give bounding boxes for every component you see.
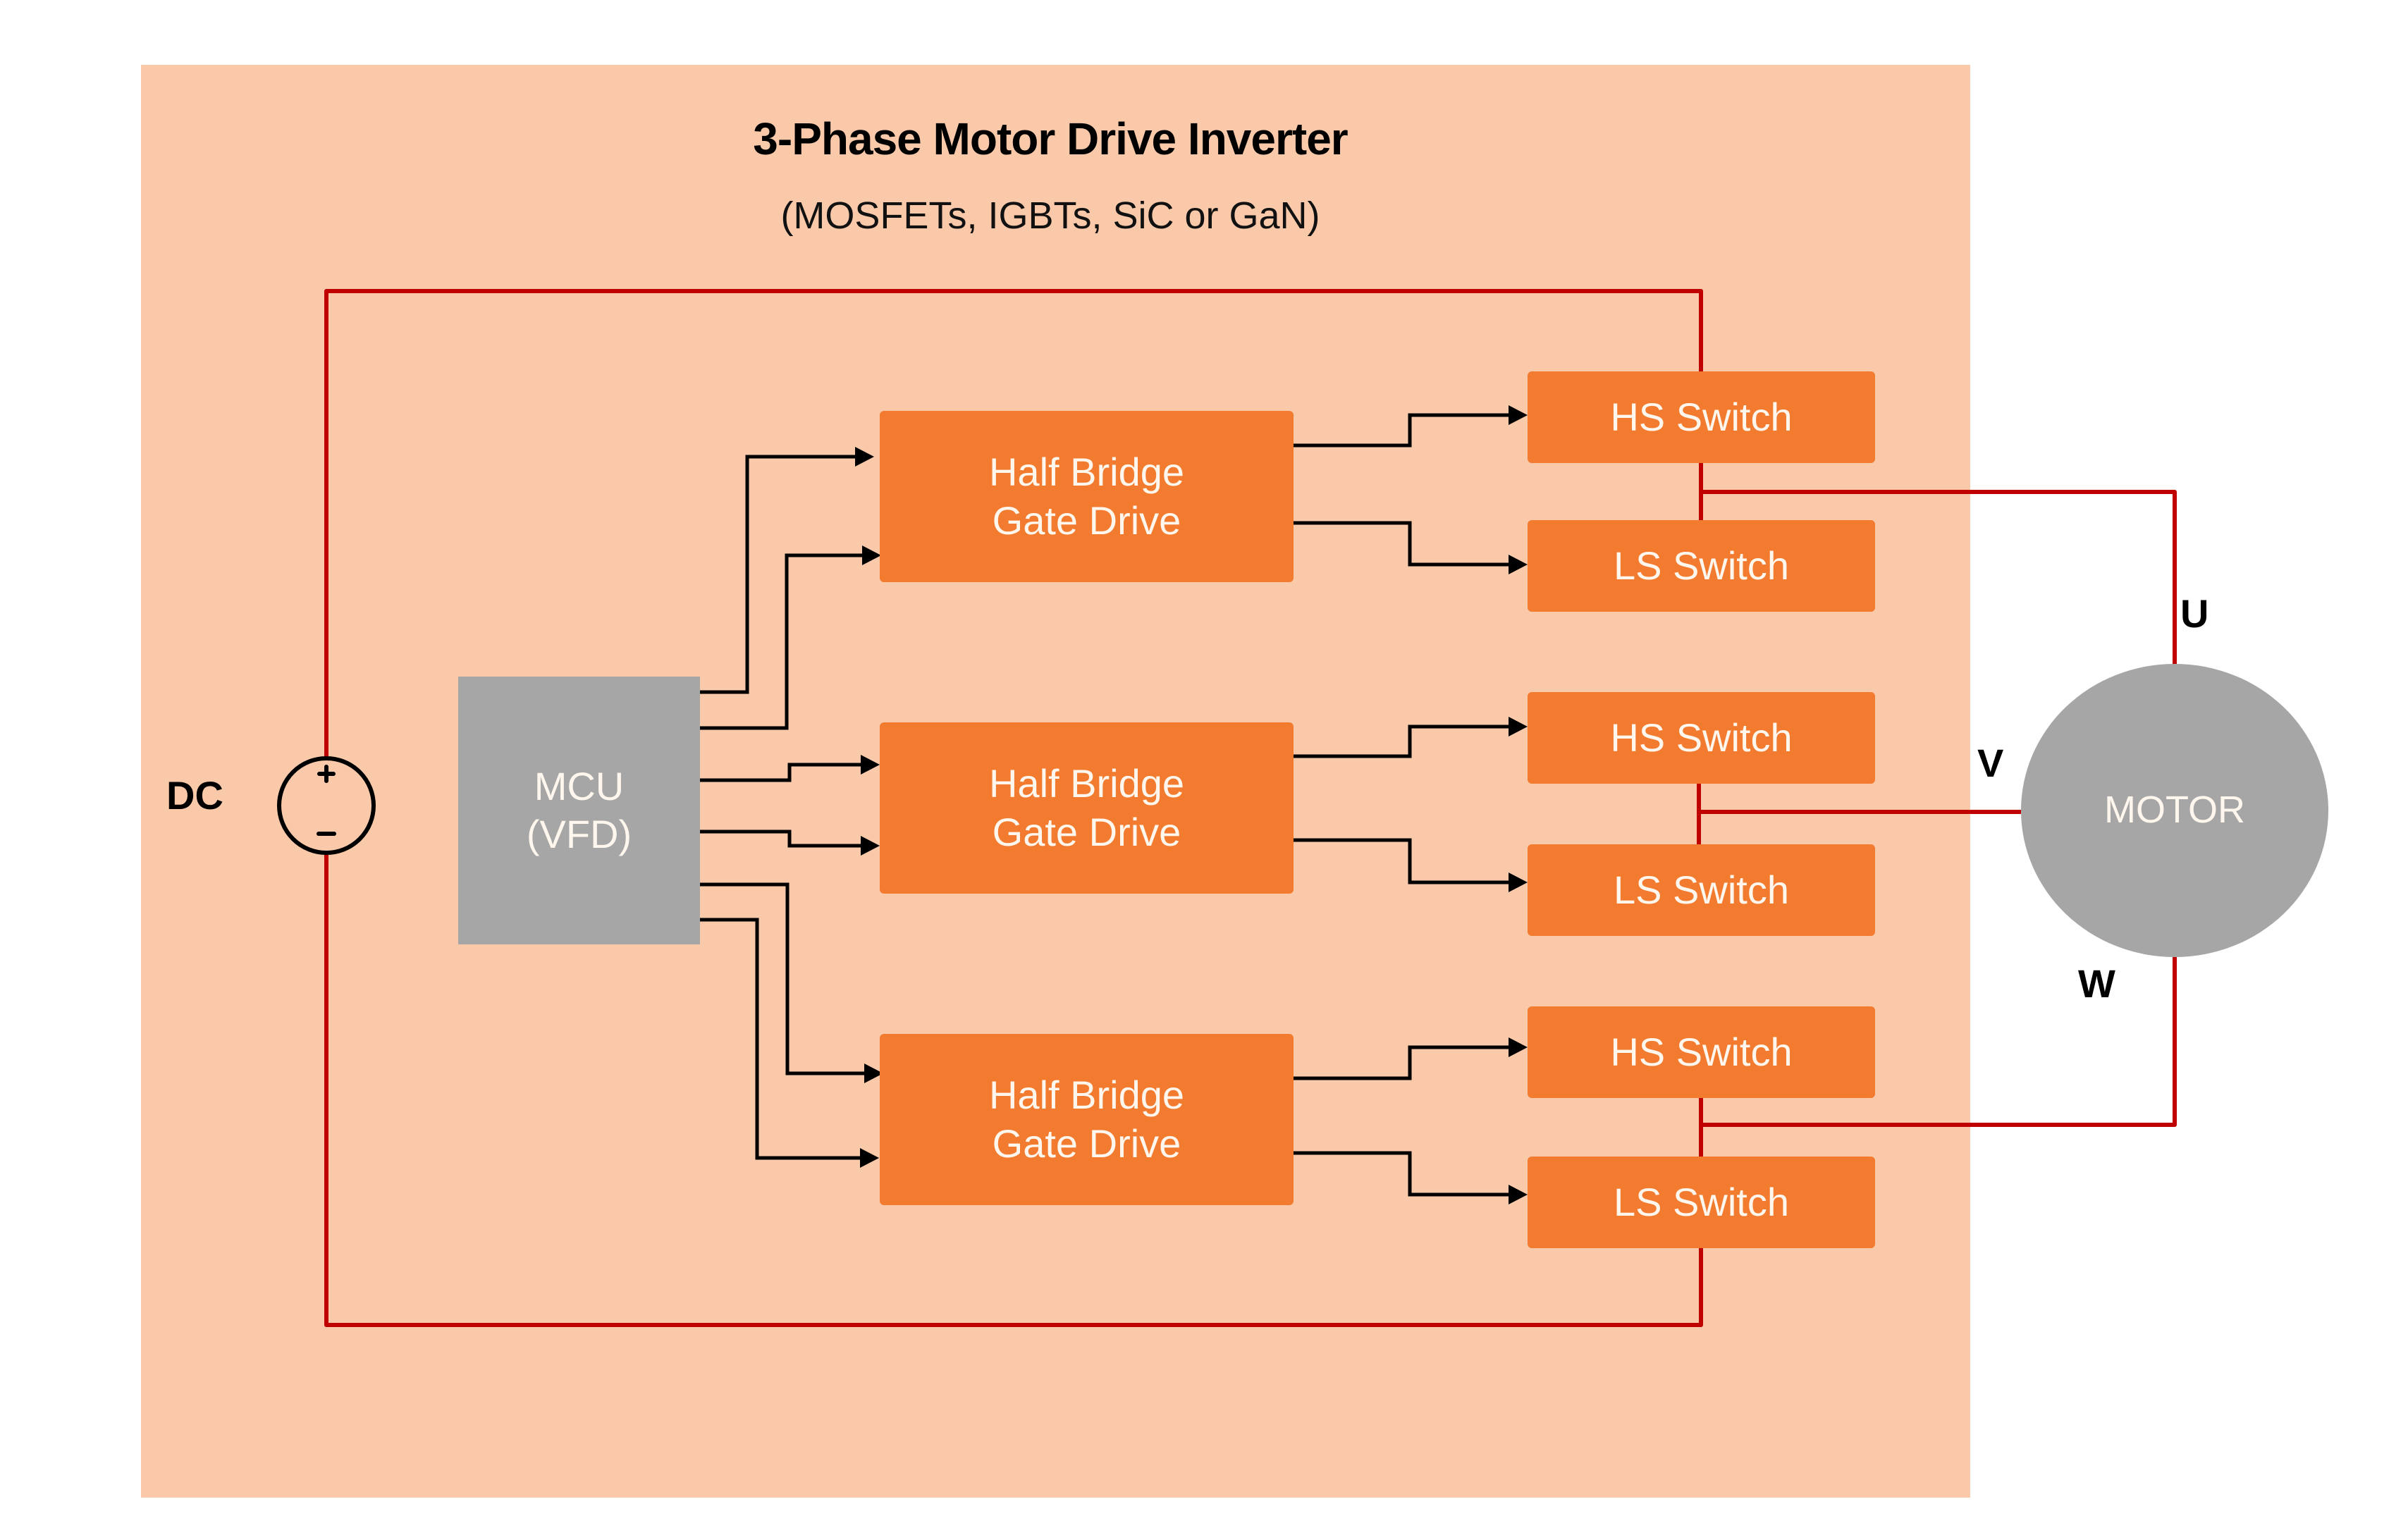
mcu-block: MCU (VFD) [458,677,700,944]
phase-legs [1697,462,2177,1157]
gate-drive-v: Half Bridge Gate Drive [880,722,1294,894]
arrow-icon [855,447,874,467]
gate-drive-label: Half Bridge [988,1073,1185,1118]
gate-drive-label: Gate Drive [992,1121,1181,1166]
diagram-title: 3-Phase Motor Drive Inverter [753,113,1348,164]
arrow-icon [1509,405,1528,425]
signal-line [1294,1151,1512,1197]
dc-bus-negative-wire [324,854,1703,1327]
mcu-sublabel: (VFD) [526,812,632,856]
switch-label: HS Switch [1610,394,1793,439]
switch-label: HS Switch [1610,1029,1793,1074]
gate-drive-label: Half Bridge [988,450,1185,495]
dc-bus-positive-wire [324,289,1703,758]
signal-line [700,882,864,1075]
arrow-icon [1509,717,1528,736]
hs-switch-u: HS Switch [1528,371,1875,463]
gate-drive-u: Half Bridge Gate Drive [880,411,1294,582]
arrow-icon [862,545,881,565]
gate-signals [1294,413,1512,1197]
gate-drive-w: Half Bridge Gate Drive [880,1034,1294,1205]
ls-switch-u: LS Switch [1528,520,1875,612]
arrow-icon [864,1063,883,1083]
switch-label: HS Switch [1610,715,1793,760]
arrow-icon [1509,1037,1528,1057]
phase-v-label: V [1977,741,2004,785]
arrow-icon [860,1148,879,1168]
signal-line [1294,724,1512,758]
motor: MOTOR [2021,664,2328,957]
phase-w-label: W [2078,961,2115,1006]
gate-drive-label: Half Bridge [988,761,1185,806]
mcu-signal-arrows [855,447,883,1168]
phase-u-label: U [2180,591,2209,636]
arrow-icon [1509,555,1528,574]
motor-label: MOTOR [2104,789,2245,832]
gate-drive-label: Gate Drive [992,809,1181,854]
hs-switch-v: HS Switch [1528,692,1875,784]
diagram-subtitle: (MOSFETs, IGBTs, SiC or GaN) [780,195,1320,237]
mcu-label: MCU [534,763,625,808]
signal-line [700,918,860,1160]
plus-icon [317,765,336,783]
phase-w-wire [1701,957,2177,1127]
gate-drive-label: Gate Drive [992,498,1181,543]
signal-line [1294,838,1512,884]
signal-line [1294,521,1512,567]
hs-switch-w: HS Switch [1528,1006,1875,1098]
switch-label: LS Switch [1614,867,1789,912]
signal-line [700,763,862,782]
dc-label: DC [166,773,223,818]
dc-source-icon [277,756,376,855]
phase-u-wire [1701,490,2177,664]
signal-line [1294,1045,1512,1080]
mcu-signals [700,455,866,1160]
signal-line [700,455,859,694]
arrow-icon [861,755,880,775]
switch-label: LS Switch [1614,543,1789,588]
switch-label: LS Switch [1614,1179,1789,1224]
ls-switch-w: LS Switch [1528,1157,1875,1248]
arrow-icon [1509,873,1528,892]
arrow-icon [861,836,880,856]
signal-line [700,830,862,848]
gate-signal-arrows [1509,405,1528,1204]
arrow-icon [1509,1185,1528,1204]
dc-bus [324,289,1703,1327]
signal-line [700,553,866,730]
signal-line [1294,413,1512,448]
ls-switch-v: LS Switch [1528,844,1875,936]
